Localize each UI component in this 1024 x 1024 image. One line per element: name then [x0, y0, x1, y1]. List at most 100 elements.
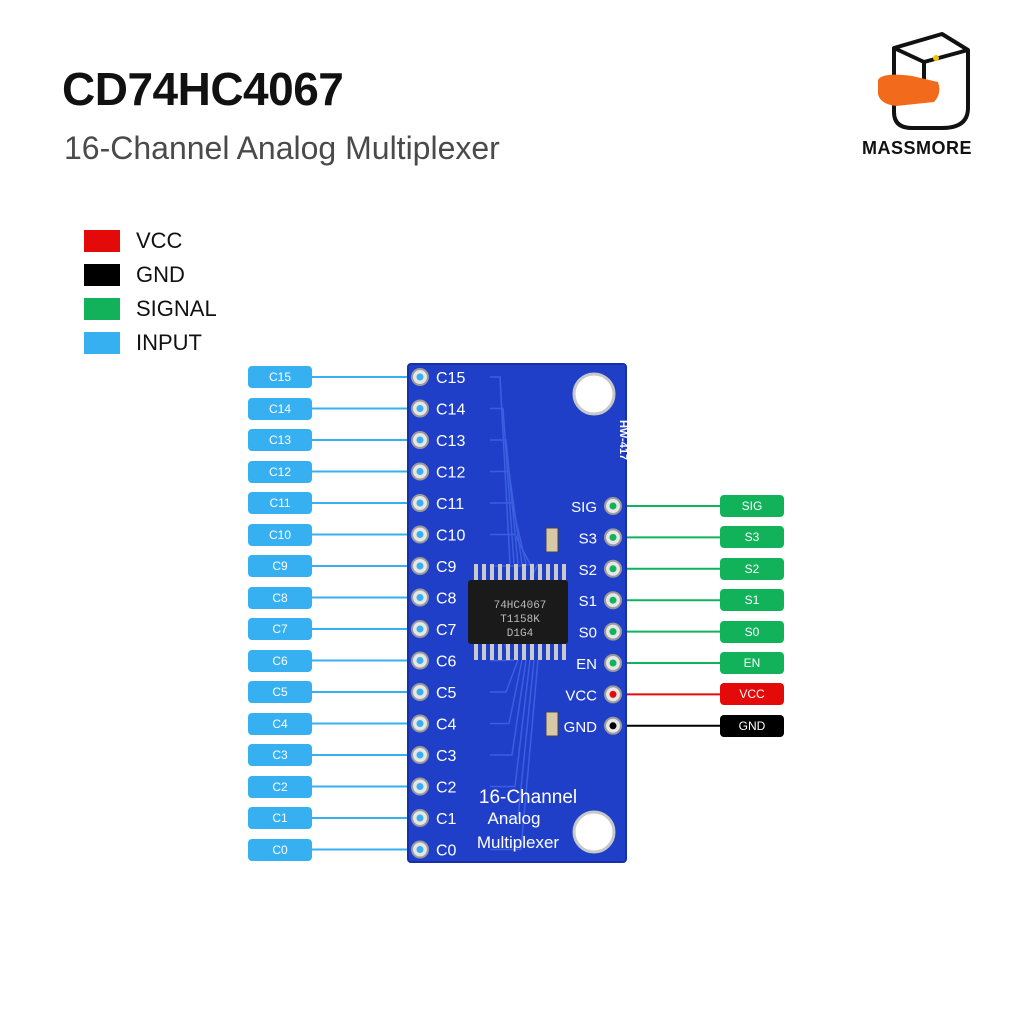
pin-label-c14: C14: [436, 402, 465, 419]
chip-leg: [506, 644, 510, 660]
pin-label-en: EN: [576, 656, 597, 673]
chip-leg: [554, 644, 558, 660]
pin-label-vcc: VCC: [565, 687, 597, 704]
pin-dot-c14: [416, 405, 424, 412]
pin-label-c7: C7: [436, 622, 457, 639]
board-trace: [490, 659, 539, 851]
chip-leg: [522, 644, 526, 660]
wires: [312, 376, 720, 851]
pin-dot-c6: [416, 657, 424, 664]
chip-leg: [530, 644, 534, 660]
pin-label-c10: C10: [436, 528, 465, 545]
chip-leg: [538, 564, 542, 580]
chip-label-line-2: T1158K: [500, 614, 540, 626]
output-tag-sig: SIG: [720, 495, 784, 517]
smd-resistor-bottom: [545, 711, 559, 737]
chip-leg: [482, 564, 486, 580]
chip-leg: [474, 644, 478, 660]
input-tag-c4: C4: [248, 712, 312, 735]
board-trace: [490, 659, 515, 662]
mounting-hole-bottom: [572, 810, 616, 854]
chip-leg: [562, 564, 566, 580]
legend-label-vcc: VCC: [136, 228, 183, 253]
output-tag-s3: S3: [720, 526, 784, 549]
mounting-hole-top: [572, 372, 616, 416]
input-tag-c5: C5: [248, 681, 312, 703]
board-text-line-1: 16-Channel: [479, 787, 577, 808]
pin-dot-c13: [416, 436, 424, 444]
input-tag-c8: C8: [248, 586, 312, 609]
pin-label-c15: C15: [436, 370, 465, 387]
board-text-line-3: Multiplexer: [477, 833, 560, 852]
pin-dot-c2: [416, 783, 424, 790]
chip-label-line-3: D1G4: [507, 628, 534, 640]
legend-swatch-signal: [84, 298, 120, 320]
pin-dot-c7: [416, 625, 424, 633]
output-tag-gnd: GND: [720, 714, 784, 737]
board-trace: [490, 407, 515, 565]
chip-leg: [554, 564, 558, 580]
board-trace: [490, 502, 527, 565]
legend-item-input: INPUT: [84, 330, 284, 356]
input-tag-c1: C1: [248, 807, 312, 829]
pin-dot-c11: [416, 499, 424, 507]
pin-label-c8: C8: [436, 591, 457, 608]
legend-swatch-input: [84, 332, 120, 354]
chip-leg: [506, 564, 510, 580]
pin-dot-c15: [416, 373, 424, 381]
legend-item-vcc: VCC: [84, 228, 284, 254]
legend-item-gnd: GND: [84, 262, 284, 288]
pin-label-c4: C4: [436, 717, 457, 734]
input-tag-c3: C3: [248, 744, 312, 766]
smd-resistor-top: [545, 527, 559, 553]
pin-label-c5: C5: [436, 685, 457, 702]
input-tag-c12: C12: [248, 460, 312, 483]
chip-leg: [482, 644, 486, 660]
pin-dot-s2: [609, 565, 617, 573]
board-trace: [490, 659, 535, 819]
chip-leg: [498, 644, 502, 660]
legend-swatch-gnd: [84, 264, 120, 286]
pin-label-s2: S2: [579, 562, 597, 579]
chip-leg: [490, 644, 494, 660]
chip-leg: [530, 564, 534, 580]
pin-dot-c10: [416, 531, 424, 538]
input-tag-c14: C14: [248, 397, 312, 420]
output-tag-s1: S1: [720, 589, 784, 612]
legend-label-gnd: GND: [136, 262, 185, 287]
pin-label-c3: C3: [436, 748, 457, 765]
pin-label-s3: S3: [579, 530, 597, 547]
pin-dot-s0: [609, 628, 617, 636]
pin-label-c1: C1: [436, 811, 457, 828]
pin-label-c12: C12: [436, 465, 465, 482]
pin-dot-s1: [609, 596, 617, 604]
input-tag-c7: C7: [248, 618, 312, 640]
chip-leg: [522, 564, 526, 580]
input-tag-c10: C10: [248, 523, 312, 546]
board-model-label: HW-417: [617, 420, 629, 460]
board-trace: [490, 533, 531, 565]
chip-leg: [514, 644, 518, 660]
ic-chip: [468, 580, 568, 644]
chip-leg: [514, 564, 518, 580]
brand-name: MASSMORE: [862, 138, 973, 158]
pin-label-s1: S1: [579, 593, 597, 610]
input-tag-c2: C2: [248, 775, 312, 798]
pin-dot-gnd: [609, 722, 617, 730]
legend-swatch-vcc: [84, 230, 120, 252]
chip-legs: [474, 564, 566, 660]
chip-leg: [474, 564, 478, 580]
input-tag-c9: C9: [248, 555, 312, 577]
input-tag-c15: C15: [248, 366, 312, 388]
pin-dot-c8: [416, 594, 424, 601]
pin-dot-c3: [416, 751, 424, 759]
output-tag-vcc: VCC: [720, 683, 784, 706]
chip-leg: [546, 644, 550, 660]
legend-item-signal: SIGNAL: [84, 296, 284, 322]
pin-dot-c4: [416, 720, 424, 727]
output-tag-s2: S2: [720, 557, 784, 580]
board-trace: [490, 659, 523, 725]
chip-leg: [498, 564, 502, 580]
page-subtitle: 16-Channel Analog Multiplexer: [64, 130, 500, 166]
